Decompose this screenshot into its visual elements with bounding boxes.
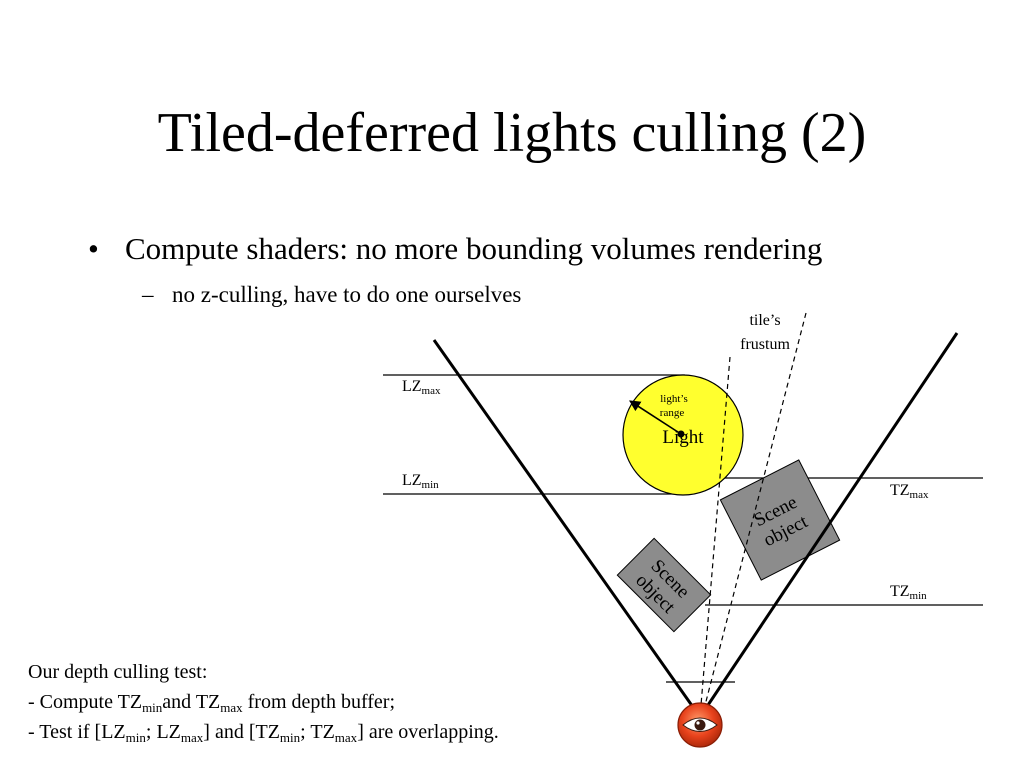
notes-step-compute: - Compute TZminand TZmax from depth buff… bbox=[28, 691, 396, 715]
tile-frustum-left bbox=[699, 356, 731, 718]
bullet-marker: • bbox=[88, 231, 99, 266]
lz-max-label: LZmax bbox=[402, 378, 441, 397]
notes-step-test: - Test if [LZmin; LZmax] and [TZmin; TZm… bbox=[28, 721, 499, 745]
eye-icon bbox=[677, 702, 723, 748]
lz-min-label: LZmin bbox=[402, 472, 439, 491]
scene-object-lower: Scene object bbox=[616, 537, 712, 633]
tile-frustum-label-line2: frustum bbox=[740, 336, 790, 353]
light-range-label-line1: light’s bbox=[660, 393, 688, 405]
sub-bullet-marker: – bbox=[142, 282, 154, 307]
tile-frustum-label-line1: tile’s bbox=[749, 312, 780, 329]
light-center-dot bbox=[677, 430, 685, 438]
bullet-text: Compute shaders: no more bounding volume… bbox=[125, 231, 823, 266]
bullet-level-2: –no z-culling, have to do one ourselves bbox=[142, 281, 521, 309]
frustum-right-edge bbox=[698, 332, 959, 718]
slide-title: Tiled-deferred lights culling (2) bbox=[157, 102, 867, 164]
light-range-arrow bbox=[629, 400, 682, 435]
notes-heading: Our depth culling test: bbox=[28, 661, 208, 683]
depth-test-notes: Our depth culling test: - Compute TZmina… bbox=[28, 657, 499, 747]
sub-bullet-text: no z-culling, have to do one ourselves bbox=[172, 282, 522, 307]
bullet-level-1: • Compute shaders: no more bounding volum… bbox=[88, 230, 822, 268]
scene-object-upper: Scene object bbox=[719, 459, 841, 581]
light-label: Light bbox=[662, 427, 704, 448]
tz-max-label: TZmax bbox=[890, 482, 929, 501]
tz-min-label: TZmin bbox=[890, 583, 927, 602]
frustum-left-edge bbox=[432, 339, 702, 718]
light-range-label-line2: range bbox=[660, 407, 685, 419]
tile-frustum-right bbox=[701, 312, 807, 718]
